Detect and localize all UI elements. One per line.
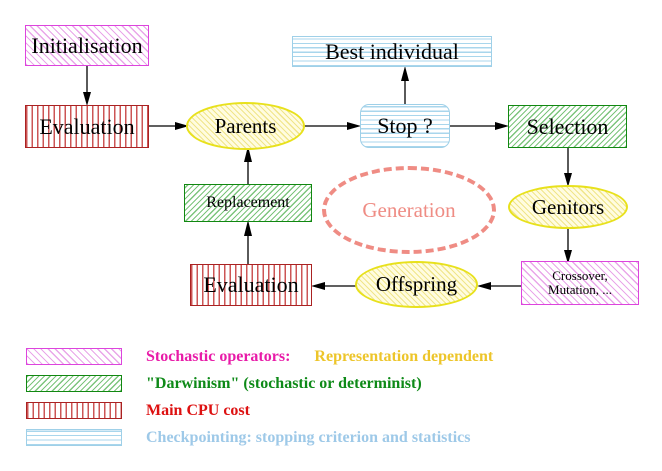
legend-label-darwinism: "Darwinism" (stochastic or determinist) [146, 374, 422, 392]
node-replacement[interactable]: Replacement [184, 184, 312, 222]
arrow-evaluation-to-parents [149, 119, 191, 133]
node-stop-label: Stop ? [377, 113, 433, 139]
node-replacement-label: Replacement [206, 193, 290, 211]
node-initialisation[interactable]: Initialisation [25, 25, 149, 66]
legend-label-checkpointing: Checkpointing: stopping criterion and st… [146, 428, 471, 446]
legend-label-representation-dependent: Representation dependent [314, 347, 494, 365]
legend-swatch-magenta-hatch [26, 348, 122, 365]
arrow-initialisation-to-evaluation [80, 64, 94, 108]
arrow-selection-to-genitors [561, 147, 575, 189]
node-best-individual-label: Best individual [325, 38, 459, 64]
legend: Stochastic operators: Representation dep… [26, 345, 646, 453]
arrow-genitors-to-crossover [561, 226, 575, 266]
node-stop[interactable]: Stop ? [360, 104, 450, 148]
legend-swatch-red-vertical [26, 402, 122, 419]
node-selection[interactable]: Selection [508, 105, 627, 148]
legend-label-main-cpu-cost: Main CPU cost [146, 401, 250, 419]
arrow-stop-to-selection [449, 119, 511, 133]
generation-ellipse: Generation [322, 166, 496, 254]
arrow-parents-to-stop [303, 119, 363, 133]
node-genitors[interactable]: Genitors [508, 185, 628, 229]
node-selection-label: Selection [526, 113, 609, 139]
arrow-offspring-to-evaluation [311, 279, 359, 293]
node-evaluation-bottom[interactable]: Evaluation [190, 264, 312, 306]
node-parents[interactable]: Parents [186, 102, 305, 150]
node-evaluation-top-label: Evaluation [39, 113, 135, 139]
legend-label-stochastic-operators: Stochastic operators: [146, 347, 291, 365]
generation-label: Generation [362, 197, 456, 222]
arrow-evaluation-to-replacement [241, 220, 255, 266]
node-best-individual[interactable]: Best individual [292, 36, 492, 67]
legend-item-checkpointing: Checkpointing: stopping criterion and st… [26, 426, 646, 449]
legend-swatch-green-hatch [26, 375, 122, 392]
node-evaluation-top[interactable]: Evaluation [25, 105, 149, 148]
arrow-replacement-to-parents [241, 146, 255, 186]
legend-item-stochastic-operators: Stochastic operators: Representation dep… [26, 345, 646, 368]
legend-swatch-blue-horizontal [26, 429, 122, 446]
node-evaluation-bottom-label: Evaluation [203, 272, 299, 298]
legend-item-darwinism: "Darwinism" (stochastic or determinist) [26, 372, 646, 395]
node-crossover-mutation-label: Crossover, Mutation, ... [548, 268, 612, 297]
node-parents-label: Parents [214, 113, 277, 138]
legend-item-main-cpu-cost: Main CPU cost [26, 399, 646, 422]
arrow-stop-to-best-individual [398, 66, 412, 108]
node-initialisation-label: Initialisation [31, 32, 143, 58]
node-genitors-label: Genitors [531, 194, 605, 219]
node-crossover-mutation[interactable]: Crossover, Mutation, ... [521, 261, 639, 305]
node-offspring-label: Offspring [375, 272, 458, 297]
node-offspring[interactable]: Offspring [355, 261, 478, 308]
arrow-crossover-to-offspring [477, 279, 523, 293]
